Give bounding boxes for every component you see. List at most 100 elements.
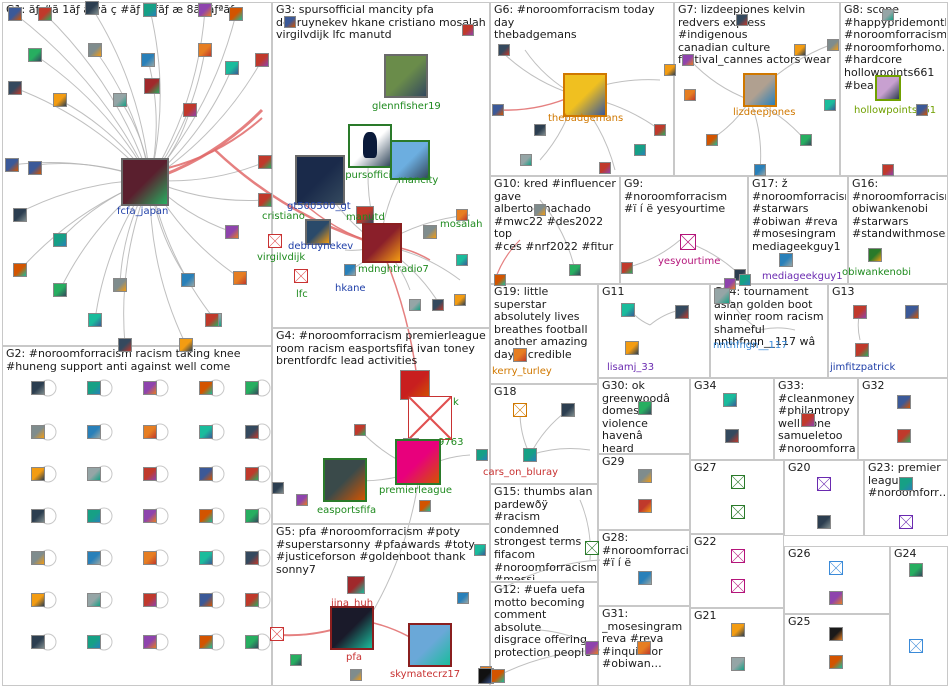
node-avatar[interactable] — [296, 494, 308, 506]
node-avatar[interactable] — [113, 278, 127, 292]
node-avatar[interactable] — [143, 467, 157, 481]
g20-xbox[interactable] — [817, 477, 831, 491]
node-avatar[interactable] — [634, 144, 646, 156]
g32-node-a[interactable] — [897, 395, 911, 409]
node-avatar[interactable] — [534, 124, 546, 136]
node-avatar[interactable] — [255, 53, 269, 67]
node-avatar[interactable] — [87, 635, 101, 649]
node-avatar[interactable] — [354, 424, 366, 436]
node-avatar[interactable] — [684, 89, 696, 101]
node-avatar[interactable] — [794, 44, 806, 56]
node-avatar[interactable] — [199, 551, 213, 565]
node-avatar[interactable] — [31, 425, 45, 439]
node-avatar[interactable] — [198, 3, 212, 17]
g26-node[interactable] — [829, 591, 843, 605]
g28-node[interactable] — [638, 571, 652, 585]
node-avatar[interactable] — [350, 669, 362, 681]
kerry-node[interactable] — [513, 348, 527, 362]
espn-node[interactable] — [400, 370, 430, 400]
node-20[interactable] — [144, 78, 160, 94]
node-avatar[interactable] — [143, 3, 157, 17]
node-avatar[interactable] — [882, 9, 894, 21]
node-avatar[interactable] — [229, 7, 243, 21]
node-avatar[interactable] — [456, 209, 468, 221]
node-avatar[interactable] — [181, 273, 195, 287]
node-avatar[interactable] — [664, 64, 676, 76]
node-avatar[interactable] — [654, 124, 666, 136]
node-avatar[interactable] — [143, 551, 157, 565]
glennfisher19-node[interactable] — [384, 54, 428, 98]
node-avatar[interactable] — [824, 99, 836, 111]
g25-node-b[interactable] — [829, 655, 843, 669]
node-avatar[interactable] — [258, 193, 272, 207]
node-avatar[interactable] — [245, 467, 259, 481]
node-avatar[interactable] — [534, 204, 546, 216]
node-avatar[interactable] — [245, 425, 259, 439]
node-avatar[interactable] — [53, 283, 67, 297]
node-avatar[interactable] — [198, 43, 212, 57]
node-avatar[interactable] — [736, 14, 748, 26]
node-avatar[interactable] — [739, 274, 751, 286]
node-avatar[interactable] — [245, 593, 259, 607]
node-avatar[interactable] — [724, 278, 736, 290]
g25-node-a[interactable] — [829, 627, 843, 641]
g34-node-a[interactable] — [723, 393, 737, 407]
node-avatar[interactable] — [457, 592, 469, 604]
node-avatar[interactable] — [599, 162, 611, 174]
node-avatar[interactable] — [31, 593, 45, 607]
g11-node-a[interactable] — [621, 303, 635, 317]
g27-xbox-b[interactable] — [731, 505, 745, 519]
node-avatar[interactable] — [520, 154, 532, 166]
spursofficial-node[interactable] — [348, 124, 392, 168]
jimfitzpatrick-node[interactable] — [855, 343, 869, 357]
node-avatar[interactable] — [916, 104, 928, 116]
g21-node-a[interactable] — [731, 623, 745, 637]
gt500500-node[interactable] — [295, 155, 345, 205]
node-avatar[interactable] — [225, 61, 239, 75]
g18-xbox[interactable] — [513, 403, 527, 417]
virgilvdijk-node[interactable] — [268, 234, 282, 248]
g23-xbox[interactable] — [899, 515, 913, 529]
node-avatar[interactable] — [494, 274, 506, 286]
node-avatar[interactable] — [31, 467, 45, 481]
node-avatar[interactable] — [31, 509, 45, 523]
node-avatar[interactable] — [88, 313, 102, 327]
node-avatar[interactable] — [569, 264, 581, 276]
jina-node[interactable] — [347, 576, 365, 594]
mediageekguy1-node[interactable] — [779, 253, 793, 267]
g29-node-a[interactable] — [638, 469, 652, 483]
premierleague-node[interactable] — [395, 439, 441, 485]
node-avatar[interactable] — [8, 7, 22, 21]
node-avatar[interactable] — [706, 134, 718, 146]
node-avatar[interactable] — [245, 635, 259, 649]
g13-node-a[interactable] — [853, 305, 867, 319]
node-avatar[interactable] — [53, 233, 67, 247]
node-avatar[interactable] — [199, 593, 213, 607]
cars-node[interactable] — [523, 448, 537, 462]
node-avatar[interactable] — [8, 81, 22, 95]
node-avatar[interactable] — [882, 164, 894, 176]
node-avatar[interactable] — [53, 93, 67, 107]
node-avatar[interactable] — [31, 551, 45, 565]
hkane-node[interactable] — [344, 264, 356, 276]
g5-xbox[interactable] — [270, 627, 284, 641]
node-avatar[interactable] — [5, 158, 19, 172]
node-avatar[interactable] — [245, 381, 259, 395]
pfa-node[interactable] — [330, 606, 374, 650]
g20-node[interactable] — [817, 515, 831, 529]
mancity-node[interactable] — [390, 140, 430, 180]
node-avatar[interactable] — [85, 1, 99, 15]
node-avatar[interactable] — [28, 161, 42, 175]
node-avatar[interactable] — [13, 263, 27, 277]
node-avatar[interactable] — [87, 593, 101, 607]
node-avatar[interactable] — [462, 24, 474, 36]
node-avatar[interactable] — [28, 48, 42, 62]
lizdeepjones-node[interactable] — [743, 73, 777, 107]
node-avatar[interactable] — [143, 425, 157, 439]
g24-node-a[interactable] — [909, 563, 923, 577]
node-avatar[interactable] — [199, 509, 213, 523]
node-avatar[interactable] — [290, 654, 302, 666]
node-avatar[interactable] — [31, 635, 45, 649]
yesyourtime-node[interactable] — [680, 234, 696, 250]
g11-node-b[interactable] — [675, 305, 689, 319]
